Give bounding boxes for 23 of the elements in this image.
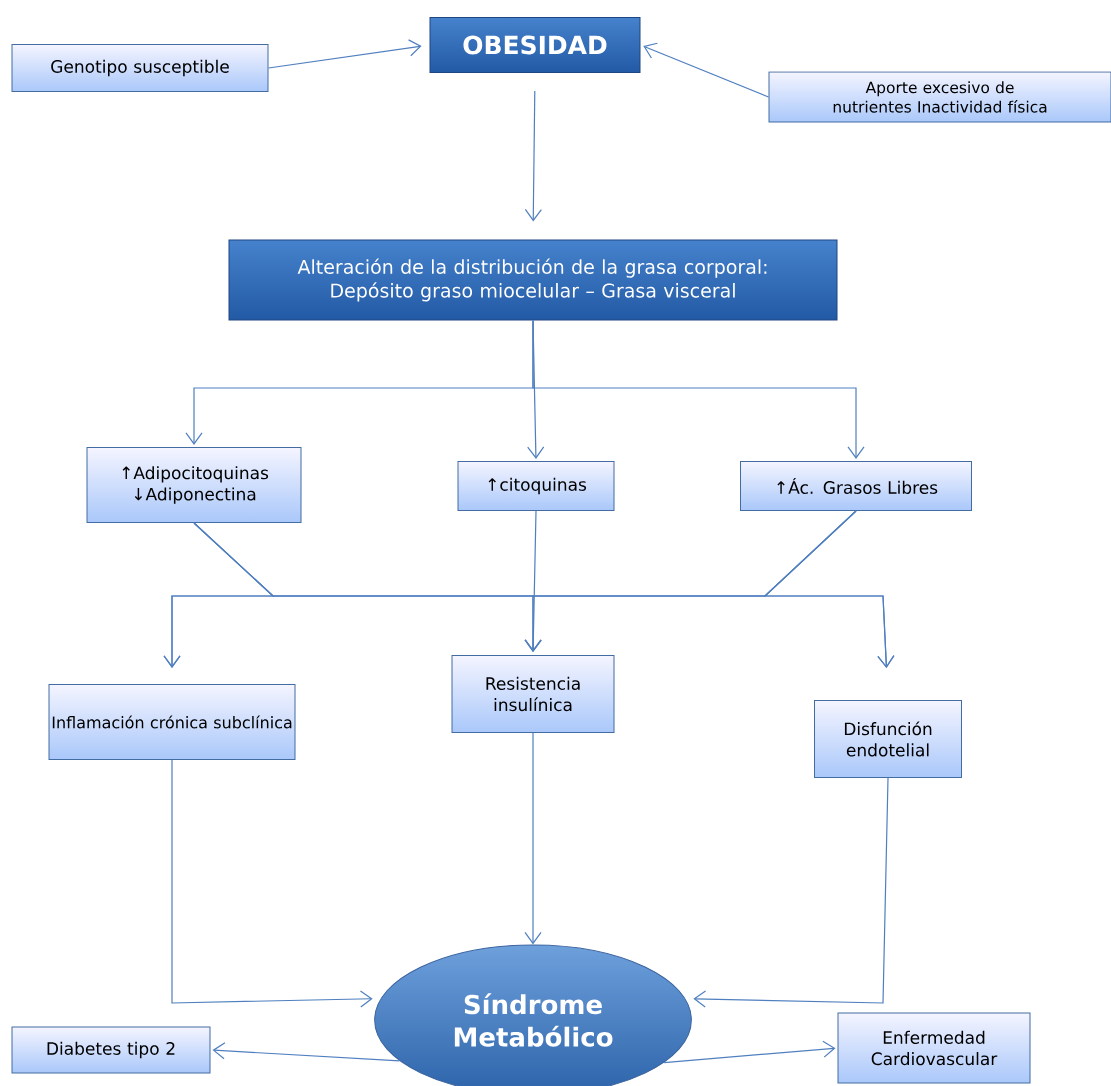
arrow xyxy=(524,90,542,222)
effect-box: Resistencia insulínica xyxy=(451,655,615,733)
outcome-box: Enfermedad Cardiovascular xyxy=(837,1012,1031,1084)
arrow xyxy=(643,42,770,98)
effect-box: Inflamación crónica subclínica xyxy=(48,684,296,760)
arrow xyxy=(171,759,373,1008)
outcome-box: Diabetes tipo 2 xyxy=(11,1026,211,1074)
factor-box: ↑Ác. Grasos Libres xyxy=(740,461,972,511)
arrow xyxy=(267,39,422,69)
cause-box: Genotipo susceptible xyxy=(11,44,269,92)
arrow xyxy=(212,1042,400,1062)
factor-box: ↑citoquinas xyxy=(457,461,615,511)
title-box: OBESIDAD xyxy=(429,17,641,73)
effect-box: Disfunción endotelial xyxy=(814,700,962,778)
arrow xyxy=(524,510,542,652)
arrow xyxy=(663,1040,836,1064)
arrow xyxy=(524,732,542,945)
arrow xyxy=(763,510,895,668)
arrow xyxy=(693,777,889,1008)
process-box: Alteración de la distribución de la grasa corporal: Depósito graso miocelular – Grasa visceral xyxy=(228,239,838,321)
cause-box: Aporte excesivo de nutrientes Inactividad física xyxy=(768,71,1111,123)
factor-box: ↑Adipocitoquinas ↓Adiponectina xyxy=(86,447,302,523)
arrow xyxy=(532,319,865,459)
